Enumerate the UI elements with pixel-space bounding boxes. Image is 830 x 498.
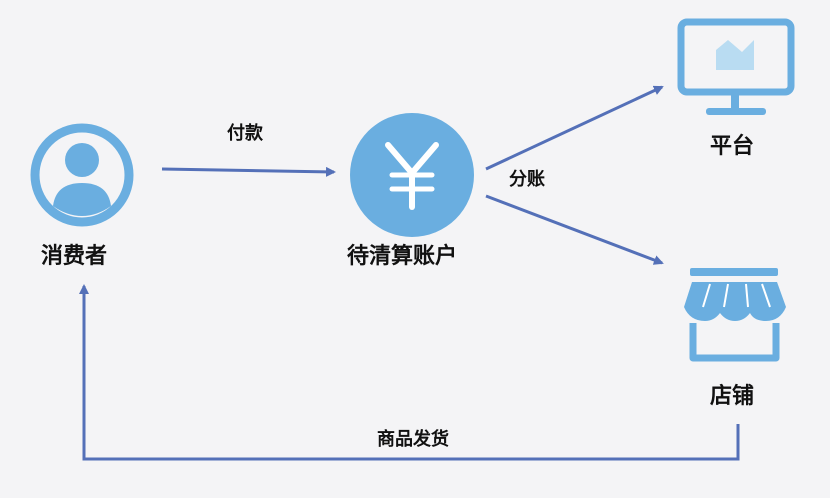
store-label: 店铺 — [710, 384, 755, 409]
split-label: 分账 — [509, 169, 545, 190]
delivery-arrow — [79, 284, 740, 461]
pending-account-label: 待清算账户 — [347, 244, 458, 269]
consumer-label: 消费者 — [41, 244, 108, 269]
split-arrow-platform — [485, 85, 664, 171]
monitor-icon — [677, 18, 795, 115]
payment-label: 付款 — [227, 123, 263, 144]
yen-icon — [350, 113, 474, 237]
platform-label: 平台 — [710, 134, 755, 159]
store-icon — [684, 268, 786, 362]
payment-arrow — [161, 166, 336, 177]
split-arrow-store — [485, 194, 664, 265]
delivery-label: 商品发货 — [377, 429, 449, 450]
user-icon — [30, 123, 134, 227]
